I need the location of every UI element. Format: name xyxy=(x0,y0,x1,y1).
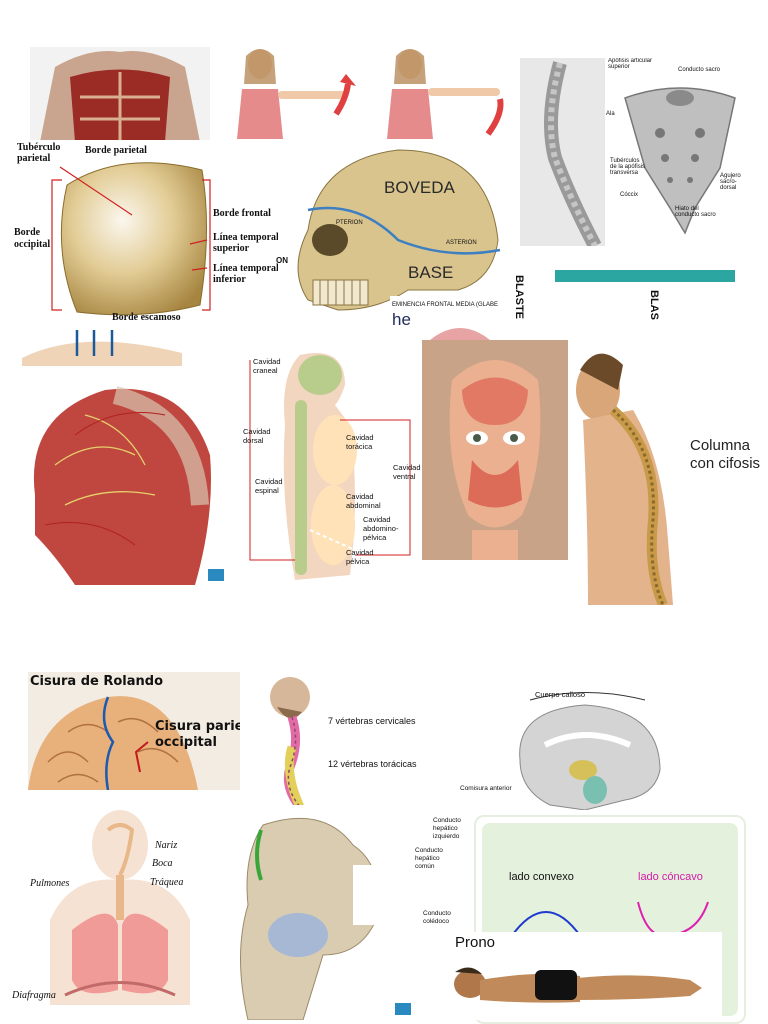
label-asterion: ASTERION xyxy=(446,240,477,246)
label-toracicas: 12 vértebras torácicas xyxy=(328,759,417,769)
label-cavidad-toracica: Cavidad torácica xyxy=(346,433,374,451)
label-cisura-rolando: Cisura de Rolando xyxy=(30,674,164,689)
label-boca: Boca xyxy=(152,858,173,869)
label-cavidad-ventral: Cavidad ventral xyxy=(393,463,421,481)
label-base: BASE xyxy=(408,263,454,282)
label-cuerpo-calloso: Cuerpo calloso xyxy=(535,690,586,699)
hip-joint-image xyxy=(203,805,413,1020)
head-muscles-image xyxy=(15,375,227,585)
arm-abduction-image xyxy=(228,44,518,139)
label-linea-inferior: Línea temporal inferior xyxy=(213,263,278,285)
foot-arrows-image xyxy=(22,328,184,366)
label-borde-frontal: Borde frontal xyxy=(213,208,271,219)
label-eminencia: EMINENCIA FRONTAL MEDIA (GLABE xyxy=(392,302,499,308)
prone-position-image: Prono xyxy=(440,932,722,1020)
label-cavidad-craneal: Cavidad craneal xyxy=(253,357,281,375)
cisura-brain-image: Cisura de Rolando Cisura parieto- occipi… xyxy=(28,672,240,790)
label-cavidad-espinal: Cavidad espinal xyxy=(255,477,283,495)
vertebrae-image: 7 vértebras cervicales 12 vértebras torá… xyxy=(262,672,432,807)
label-lado-concavo: lado cóncavo xyxy=(638,871,703,883)
parietal-bone-image: Tubérculo parietal Borde parietal Borde … xyxy=(12,140,278,330)
liver-ducts-image: Conducto hepático izquierdo Conducto hep… xyxy=(415,815,475,935)
label-conducto-sacro: Conducto sacro xyxy=(678,67,721,73)
label-columna-cifosis: Columna con cifosis xyxy=(690,437,761,472)
label-boveda: BOVEDA xyxy=(384,178,455,197)
label-traquea: Tráquea xyxy=(150,877,184,888)
label-borde-occipital: Borde occipital xyxy=(14,227,51,250)
respiratory-system-image: Nariz Boca Tráquea Pulmones Diafragma xyxy=(10,800,203,1005)
sacrum-image: Apófisis articular superior Conducto sac… xyxy=(520,58,745,246)
face-muscles-image xyxy=(422,340,568,560)
label-nariz: Nariz xyxy=(155,840,178,851)
eminencia-strip-image: EMINENCIA FRONTAL MEDIA (GLABE he xyxy=(390,296,510,340)
label-hepatico-izquierdo: Conducto hepático izquierdo xyxy=(433,817,461,840)
label-coccix: Cóccix xyxy=(620,192,639,198)
label-agujero: Agujero sacro- dorsal xyxy=(720,173,741,191)
label-linea-superior: Línea temporal superior xyxy=(213,232,278,254)
blast-strip-right: BLAS xyxy=(555,270,735,330)
label-blaste: BLASTE xyxy=(513,275,525,319)
label-cervicales: 7 vértebras cervicales xyxy=(328,716,416,726)
label-hiato: Hiato del conducto sacro xyxy=(675,206,716,218)
body-cavities-image: Cavidad craneal Cavidad dorsal Cavidad t… xyxy=(235,345,425,585)
label-cavidad-pelvica: Cavidad pélvica xyxy=(346,548,374,566)
label-tuberculos: Tubérculos de la apófisis transversa xyxy=(610,158,646,176)
label-pulmones: Pulmones xyxy=(30,878,70,889)
label-ala: Ala xyxy=(606,111,615,117)
label-he: he xyxy=(392,310,411,329)
label-prono: Prono xyxy=(455,934,496,951)
label-cavidad-dorsal: Cavidad dorsal xyxy=(243,427,271,445)
label-cisura-parieto: Cisura parieto- occipital xyxy=(155,719,240,750)
abdomen-muscles-image xyxy=(30,47,210,142)
label-blas: BLAS xyxy=(648,290,660,320)
label-on: ON xyxy=(276,256,288,265)
label-borde-parietal: Borde parietal xyxy=(85,145,147,156)
label-cavidad-abdominal: Cavidad abdominal xyxy=(346,492,381,510)
blast-strip-left: BLASTE xyxy=(505,270,535,340)
sagittal-brain-image: Cuerpo calloso Comisura anterior xyxy=(455,690,665,810)
label-borde-escamoso: Borde escamoso xyxy=(112,312,181,323)
label-comisura-anterior: Comisura anterior xyxy=(460,785,512,792)
label-apofisis: Apófisis articular superior xyxy=(608,58,653,70)
label-lado-convexo: lado convexo xyxy=(509,871,574,883)
label-coledoco: Conducto colédoco xyxy=(423,910,451,925)
label-cavidad-abdomino-pelvica: Cavidad abdomino- pélvica xyxy=(363,515,399,542)
kyphosis-image: Columna con cifosis xyxy=(568,340,763,605)
skull-lateral-image: BOVEDA BASE PTERION ASTERION xyxy=(278,140,504,315)
label-pterion: PTERION xyxy=(336,220,363,226)
label-diafragma: Diafragma xyxy=(12,990,56,1001)
label-tuberculo-parietal: Tubérculo parietal xyxy=(17,142,61,164)
label-hepatico-comun: Conducto hepático común xyxy=(415,847,443,870)
